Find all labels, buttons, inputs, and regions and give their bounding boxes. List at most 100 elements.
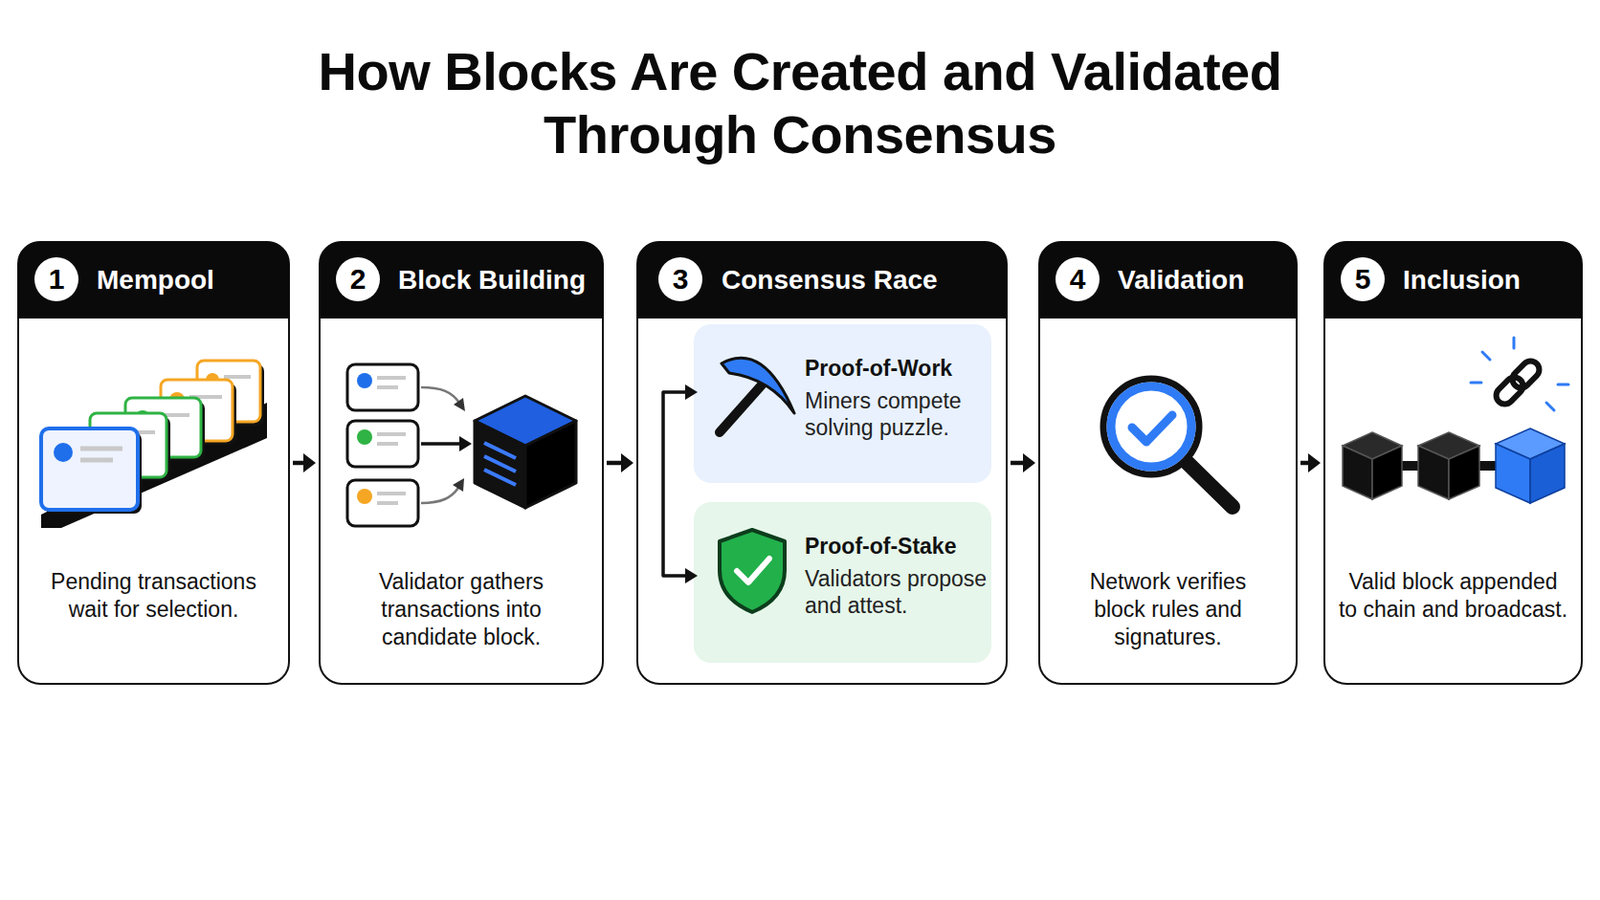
consensus-option-box: Proof-of-WorkMiners compete solving puzz…	[693, 324, 992, 484]
flow-arrow	[606, 453, 634, 473]
card-line	[377, 501, 399, 506]
gather-arrowhead	[459, 436, 472, 452]
card-line	[189, 395, 223, 400]
card-shadow	[44, 432, 142, 514]
step-heading: Inclusion	[1402, 242, 1521, 319]
chain-block-top	[1418, 432, 1480, 460]
stake-shield	[719, 530, 785, 613]
magnifier-rim	[1103, 378, 1200, 475]
step-heading: Block Building	[398, 242, 586, 319]
chain-block-side	[1342, 445, 1373, 500]
card-line	[223, 375, 251, 379]
step-panel: 4ValidationNetwork verifies block rules …	[1038, 241, 1298, 686]
transaction-card	[125, 398, 201, 458]
card-shadow	[129, 401, 205, 462]
block-cube-side	[525, 421, 577, 509]
gather-arrowhead	[453, 398, 466, 412]
option-description: Miners compete solving puzzle.	[804, 387, 993, 442]
chain-block-side	[1448, 445, 1480, 500]
step-panel: 3 Consensus RaceProof-of-WorkMiners compe…	[636, 241, 1008, 686]
flow-arrow	[1010, 453, 1036, 473]
card-dot	[205, 373, 220, 387]
diagram-title: How Blocks Are Created and Validated Thr…	[249, 40, 1351, 167]
step-heading: Validation	[1117, 242, 1245, 319]
magnifier-handle	[1186, 462, 1233, 508]
consensus-option-box: Proof-of-StakeValidators propose and att…	[693, 502, 992, 664]
card-line	[377, 385, 399, 390]
arrow-shaft	[1010, 461, 1026, 467]
step-number-badge: 5	[1340, 257, 1385, 302]
step-number-badge: 4	[1055, 257, 1100, 302]
flow-arrow	[292, 453, 316, 473]
chain-link-bar	[1477, 461, 1498, 471]
link-spark	[1557, 383, 1569, 387]
transaction-card	[347, 364, 419, 411]
arrowhead	[1308, 453, 1321, 473]
transaction-card	[197, 360, 261, 423]
panel-header: 1 Mempool	[18, 242, 289, 319]
block-cube-top	[474, 396, 577, 446]
card-dot	[99, 426, 117, 445]
block-stripe	[484, 443, 516, 459]
chain-block-top	[1342, 432, 1402, 460]
step-panel: 1MempoolPending transactions wait for se…	[17, 241, 290, 686]
link-spark	[1470, 381, 1482, 385]
transaction-card	[160, 379, 233, 442]
transaction-card	[347, 421, 419, 467]
panel-header: 3 Consensus Race	[637, 242, 1007, 319]
panel-header: 2 Block Building	[319, 242, 603, 319]
panel-header: 4 Validation	[1039, 242, 1297, 319]
step-description: Valid block appended to chain and broadc…	[1337, 568, 1570, 624]
new-block-top	[1495, 428, 1565, 460]
flow-arrow	[1300, 453, 1321, 473]
gather-arrow	[421, 387, 460, 403]
chain-block-side	[1418, 445, 1449, 500]
card-shadow	[164, 383, 237, 445]
card-line	[377, 442, 399, 446]
chain-block-side	[1372, 445, 1402, 500]
mempool-tray	[41, 402, 267, 529]
card-line	[80, 458, 113, 464]
transaction-card	[41, 428, 138, 511]
card-line	[377, 432, 406, 437]
step-heading: Consensus Race	[721, 242, 938, 319]
link-spark	[1482, 352, 1490, 360]
arrowhead	[621, 453, 634, 473]
card-line	[377, 491, 406, 496]
step-number-badge: 1	[34, 257, 79, 302]
card-dot	[134, 410, 151, 426]
transaction-card	[89, 413, 167, 478]
card-shadow	[200, 364, 265, 426]
arrow-shaft	[1300, 461, 1312, 467]
card-line	[121, 430, 156, 435]
step-number-badge: 2	[335, 257, 380, 302]
option-title: Proof-of-Stake	[804, 533, 956, 560]
card-dot	[53, 443, 73, 463]
arrow-shaft	[292, 461, 307, 467]
transaction-card	[347, 480, 419, 527]
gather-arrowhead	[452, 478, 465, 492]
pickaxe-head	[721, 357, 795, 414]
new-block-side	[1530, 444, 1565, 504]
block-stripe	[484, 469, 516, 486]
card-dot	[356, 429, 373, 445]
block-cube-side	[474, 421, 526, 509]
card-dot	[356, 488, 373, 505]
step-heading: Mempool	[96, 242, 215, 319]
branch-bracket	[663, 392, 689, 577]
step-panel: 2Block BuildingValidator gathers transac…	[318, 241, 604, 686]
branch-arrowhead	[685, 384, 698, 400]
panel-header: 5 Inclusion	[1324, 242, 1582, 319]
link-spark	[1512, 337, 1516, 349]
gather-arrow	[421, 442, 462, 446]
card-line	[377, 376, 406, 380]
shield-check	[736, 558, 770, 583]
option-title: Proof-of-Work	[804, 355, 953, 382]
step-number-badge: 3	[658, 257, 703, 302]
card-dot	[356, 373, 373, 389]
option-description: Validators propose and attest.	[804, 565, 993, 620]
magnifier-lens	[1111, 386, 1192, 467]
link-icon	[1492, 357, 1543, 408]
chain-link-bar	[1400, 461, 1421, 471]
